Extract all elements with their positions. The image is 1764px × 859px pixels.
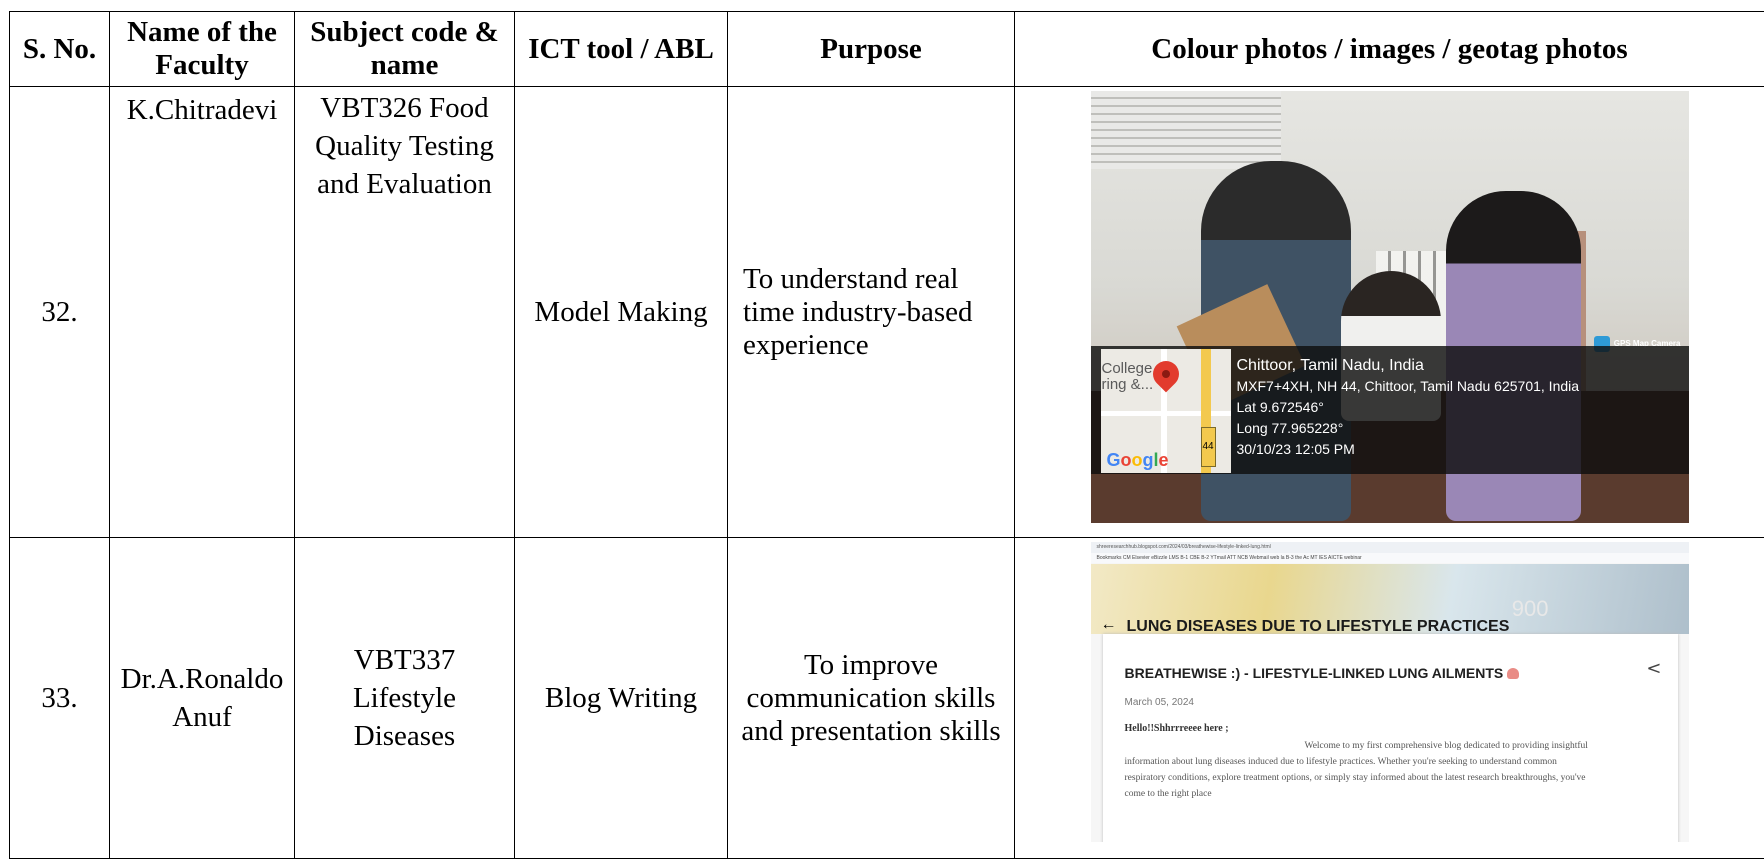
map-road: [1101, 411, 1231, 416]
cell-purpose: To understand real time industry-based e…: [728, 87, 1015, 538]
highway-number: 44: [1201, 427, 1216, 467]
table-row: 32. K.Chitradevi VBT326 Food Quality Tes…: [10, 87, 1764, 538]
cell-sno: 33.: [10, 538, 110, 859]
geotag-lat: Lat 9.672546°: [1237, 397, 1580, 418]
google-logo: Google: [1107, 441, 1169, 473]
browser-bookmarks-bar: Bookmarks CM Elsevier eBizzle LMS B-1 CB…: [1091, 553, 1689, 563]
cell-photo: shreeresearchhub.blogspot.com/2024/03/br…: [1015, 538, 1764, 859]
header-faculty: Name of the Faculty: [110, 12, 295, 87]
cell-purpose: To improve communication skills and pres…: [728, 538, 1015, 859]
header-purpose: Purpose: [728, 12, 1015, 87]
hero-number: 900: [1512, 590, 1549, 628]
share-icon: <: [1646, 650, 1661, 688]
cell-tool: Model Making: [515, 87, 728, 538]
geotag-city: Chittoor, Tamil Nadu, India: [1237, 355, 1580, 376]
cell-sno: 32.: [10, 87, 110, 538]
geotag-photo: GPS Map Camera 44 College ring &... Goog…: [1091, 91, 1689, 523]
cell-subject: VBT337 Lifestyle Diseases: [295, 538, 515, 859]
header-tool: ICT tool / ABL: [515, 12, 728, 87]
blog-paragraph: Welcome to my first comprehensive blog d…: [1125, 738, 1595, 802]
cell-subject: VBT326 Food Quality Testing and Evaluati…: [295, 87, 515, 538]
cell-tool: Blog Writing: [515, 538, 728, 859]
geotag-address: MXF7+4XH, NH 44, Chittoor, Tamil Nadu 62…: [1237, 376, 1580, 397]
table-header-row: S. No. Name of the Faculty Subject code …: [10, 12, 1764, 87]
cell-faculty: K.Chitradevi: [110, 87, 295, 538]
blog-hero-banner: 900 ← LUNG DISEASES DUE TO LIFESTYLE PRA…: [1091, 564, 1689, 634]
blog-screenshot: shreeresearchhub.blogspot.com/2024/03/br…: [1091, 542, 1689, 842]
browser-address-bar: shreeresearchhub.blogspot.com/2024/03/br…: [1091, 542, 1689, 553]
post-title-text: BREATHEWISE :) - LIFESTYLE-LINKED LUNG A…: [1125, 665, 1504, 681]
blog-post-card: BREATHEWISE :) - LIFESTYLE-LINKED LUNG A…: [1103, 634, 1678, 842]
faculty-ict-table: S. No. Name of the Faculty Subject code …: [9, 11, 1764, 859]
geotag-datetime: 30/10/23 12:05 PM: [1237, 439, 1580, 460]
map-thumbnail: 44 College ring &... Google: [1101, 349, 1231, 473]
geotag-long: Long 77.965228°: [1237, 418, 1580, 439]
header-subject: Subject code & name: [295, 12, 515, 87]
header-sno: S. No.: [10, 12, 110, 87]
lungs-icon: [1507, 668, 1519, 679]
cell-faculty: Dr.A.Ronaldo Anuf: [110, 538, 295, 859]
table-row: 33. Dr.A.Ronaldo Anuf VBT337 Lifestyle D…: [10, 538, 1764, 859]
cell-photo: GPS Map Camera 44 College ring &... Goog…: [1015, 87, 1764, 538]
header-photos: Colour photos / images / geotag photos: [1015, 12, 1764, 87]
geotag-text: Chittoor, Tamil Nadu, India MXF7+4XH, NH…: [1237, 355, 1580, 460]
map-label: College ring &...: [1102, 361, 1154, 393]
air-conditioner: [1091, 91, 1281, 169]
